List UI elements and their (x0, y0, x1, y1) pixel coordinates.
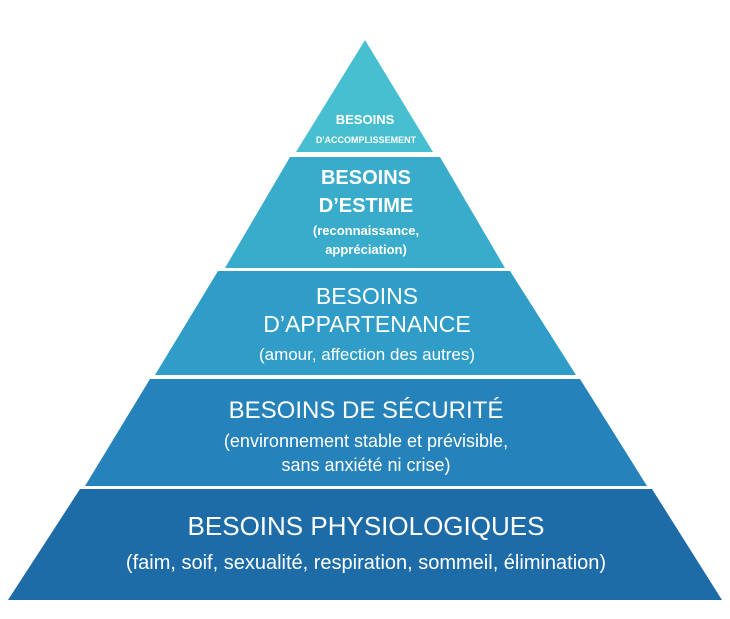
level-physiological-title: BESOINS PHYSIOLOGIQUES (188, 511, 545, 541)
level-accomplishment-subtitle: D'ACCOMPLISSEMENT (316, 135, 417, 145)
level-belonging-subtitle: D’APPARTENANCE (263, 311, 470, 337)
level-esteem-detail-1: (reconnaissance, (313, 223, 419, 238)
level-physiological-shape (8, 489, 722, 600)
level-esteem-title: BESOINS (321, 167, 411, 189)
level-belonging-shape (155, 271, 576, 375)
level-esteem-detail-2: appréciation) (325, 242, 407, 257)
level-security-detail-2: sans anxiété ni crise) (281, 455, 450, 475)
level-belonging-title: BESOINS (316, 283, 418, 309)
level-accomplishment-shape (296, 40, 433, 152)
level-belonging-detail: (amour, affection des autres) (259, 345, 475, 364)
level-esteem-subtitle: D’ESTIME (319, 195, 413, 217)
level-accomplishment-title: BESOINS (336, 112, 395, 127)
level-physiological-detail: (faim, soif, sexualité, respiration, som… (126, 552, 606, 574)
level-esteem-shape (225, 157, 505, 268)
level-security-title: BESOINS DE SÉCURITÉ (229, 397, 504, 424)
level-security-shape (85, 379, 647, 486)
level-security-detail-1: (environnement stable et prévisible, (224, 431, 508, 451)
